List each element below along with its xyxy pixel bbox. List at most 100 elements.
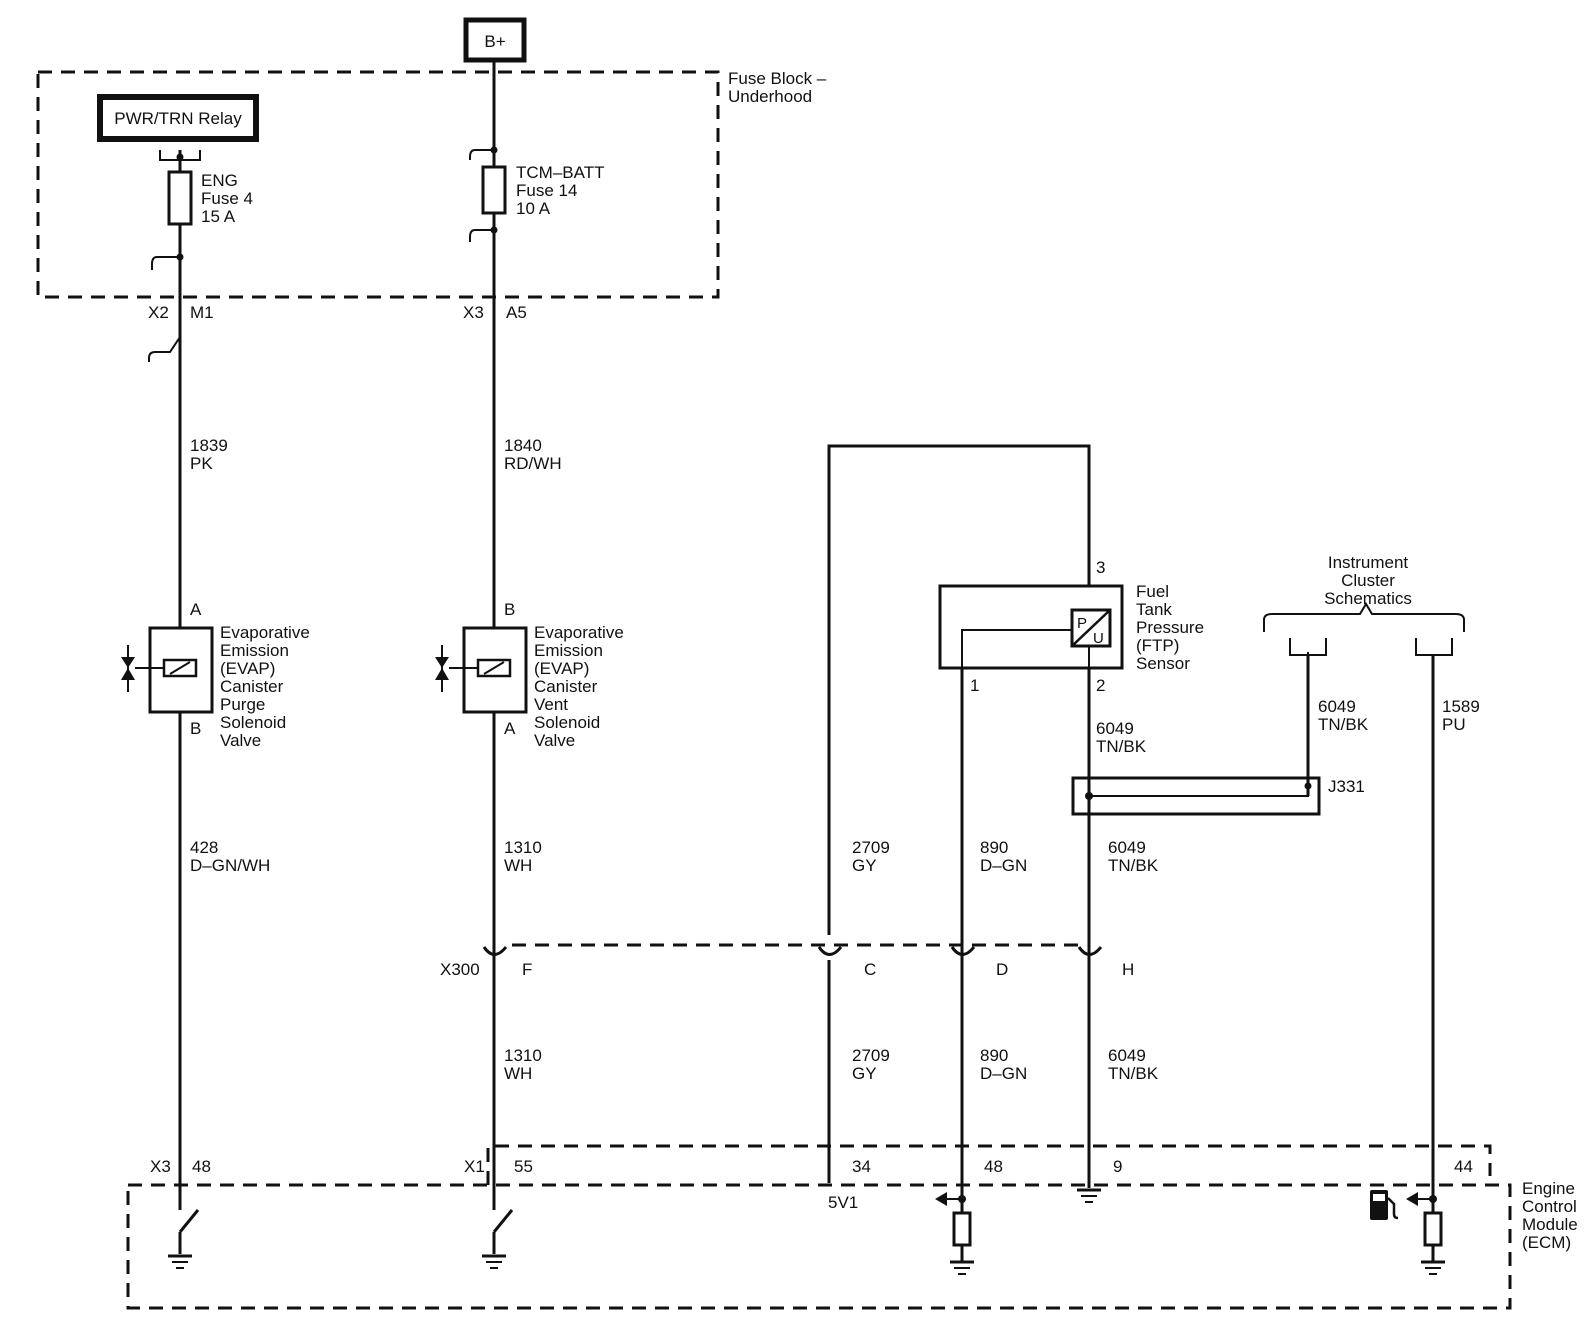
w6049d-color: TN/BK [1108,1064,1159,1083]
purge-pin-a: A [190,600,202,619]
eng-fuse-line3: 15 A [201,207,236,226]
eng-fuse-4 [167,170,193,226]
ground-icon [950,1260,974,1275]
w6049a-num: 6049 [1096,719,1134,738]
w890b-num: 890 [980,1046,1008,1065]
fuel-level-input [1406,1192,1443,1247]
fuse-block-label-line2: Underhood [728,87,812,106]
purge-line-2: (EVAP) [220,659,275,678]
w890b-color: D–GN [980,1064,1027,1083]
ftp-pin2: 2 [1096,676,1105,695]
ecm-pin-44: 44 [1454,1157,1473,1176]
j331-label: J331 [1328,777,1365,796]
connector-x3-bottom: X3 [150,1157,171,1176]
pwr-trn-relay: PWR/TRN Relay [97,94,259,142]
pressure-sensor-icon: P U [1070,608,1112,648]
solenoid-icon [476,658,512,678]
splice-icon [490,146,498,154]
ecm-pin-34: 34 [852,1157,871,1176]
ecm-line-1: Control [1522,1197,1577,1216]
ftp-symbol-u: U [1093,630,1104,647]
evap-purge-solenoid [121,626,214,714]
w6049b-color: TN/BK [1318,715,1369,734]
vent-line-6: Valve [534,731,575,750]
w2709a-color: GY [852,856,877,875]
vent-line-1: Emission [534,641,603,660]
w6049d-num: 6049 [1108,1046,1146,1065]
x300-pin-c: C [864,960,876,979]
purge-pin-b: B [190,719,201,738]
connector-x2: X2 [148,303,169,322]
ftp-line-3: (FTP) [1136,636,1179,655]
eng-fuse-line1: ENG [201,171,238,190]
ftp-line-4: Sensor [1136,654,1190,673]
w428-num: 428 [190,838,218,857]
fuel-pump-icon [1370,1190,1399,1220]
w890a-num: 890 [980,838,1008,857]
purge-line-5: Solenoid [220,713,286,732]
tcm-fuse-line1: TCM–BATT [516,163,604,182]
w6049a-color: TN/BK [1096,737,1147,756]
ftp-pin1: 1 [970,676,979,695]
purge-driver-switch [178,1185,200,1254]
pin-m1: M1 [190,303,214,322]
vent-pin-a: A [504,719,516,738]
ftp-line-0: Fuel [1136,582,1169,601]
ecm-pin-48-left: 48 [192,1157,211,1176]
purge-line-6: Valve [220,731,261,750]
x300-pin-f: F [522,960,532,979]
bplus-terminal: B+ [463,17,527,63]
w1310b-color: WH [504,1064,532,1083]
arrow-icon [1406,1192,1418,1206]
ecm-line-0: Engine [1522,1179,1575,1198]
w1839-num: 1839 [190,436,228,455]
x1-connector-boundary [486,1144,1492,1185]
tcm-fuse-line2: Fuse 14 [516,181,577,200]
pull-resistor [1423,1211,1443,1247]
cluster-line-2: Schematics [1324,589,1412,608]
fuse14-terminal-top [469,149,494,160]
evap-vent-solenoid [435,626,528,714]
x300-pin-d: D [996,960,1008,979]
w1840-num: 1840 [504,436,542,455]
connector-x1: X1 [464,1157,485,1176]
cluster-bracket [1263,602,1465,632]
tcm-fuse-line3: 10 A [516,199,551,218]
connector-x300: X300 [440,960,480,979]
relay-label: PWR/TRN Relay [114,109,242,128]
w6049b-num: 6049 [1318,697,1356,716]
w1589-num: 1589 [1442,697,1480,716]
w1310a-color: WH [504,856,532,875]
ftp-signal-internal [961,629,1072,668]
w428-color: D–GN/WH [190,856,270,875]
ftp-symbol-p: P [1077,615,1087,632]
pin-a5: A5 [506,303,527,322]
splice-icon [490,226,498,234]
w1310a-num: 1310 [504,838,542,857]
purge-line-0: Evaporative [220,623,310,642]
fuse4-terminal [151,256,180,270]
arrow-icon [935,1192,947,1206]
cluster-line-0: Instrument [1328,553,1409,572]
ground-icon [1421,1260,1445,1275]
w890a-color: D–GN [980,856,1027,875]
cluster-line-1: Cluster [1341,571,1395,590]
w1310b-num: 1310 [504,1046,542,1065]
ftp-signal-input [935,1192,972,1247]
ftp-line-1: Tank [1136,600,1172,619]
bplus-label: B+ [484,32,505,51]
w2709b-color: GY [852,1064,877,1083]
vent-line-2: (EVAP) [534,659,589,678]
solenoid-icon [162,658,198,678]
ecm-line-2: Module [1522,1215,1578,1234]
circuit-2709-wire [827,444,1091,935]
w2709a-num: 2709 [852,838,890,857]
x300-terminals [482,946,1103,956]
ftp-line-2: Pressure [1136,618,1204,637]
w1840-color: RD/WH [504,454,562,473]
cluster-terminal-1589 [1415,638,1453,656]
ecm-5v-ref: 5V1 [828,1193,858,1212]
ecm-pin-9: 9 [1113,1157,1122,1176]
vent-pin-b: B [504,600,515,619]
